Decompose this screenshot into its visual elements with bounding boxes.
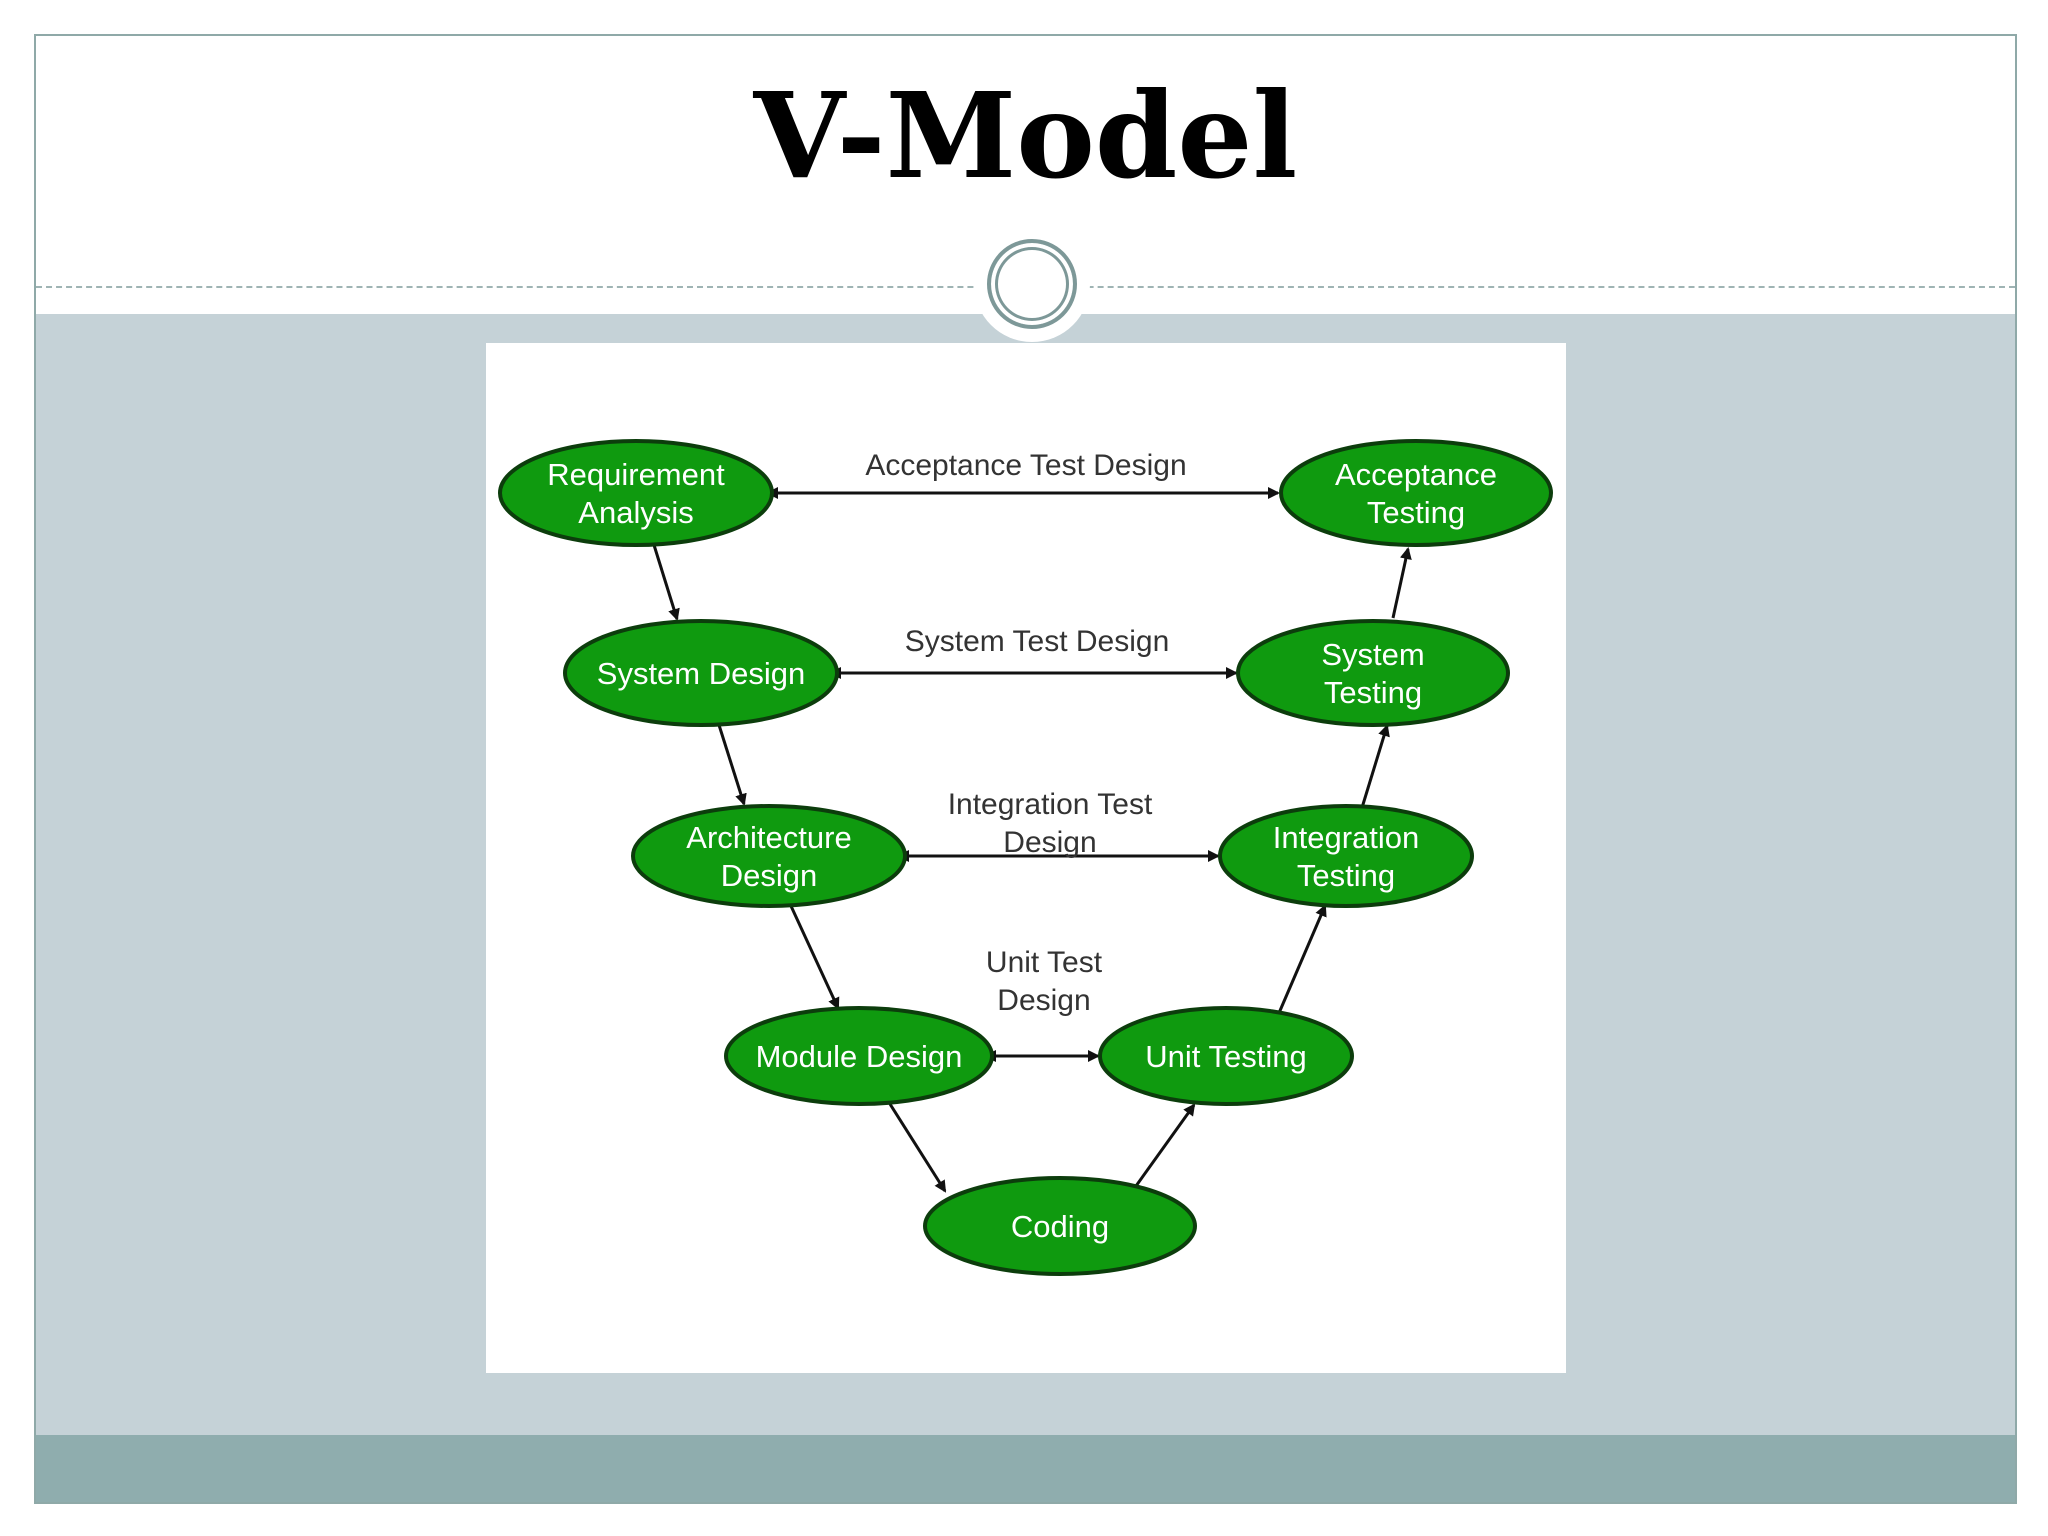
node-label: Testing (1324, 675, 1422, 710)
node-label: System Design (597, 656, 805, 691)
node-ellipse (563, 619, 839, 727)
flow-arrow-integ-to-syst (1359, 724, 1390, 812)
node-label: Unit Testing (1145, 1039, 1306, 1074)
flow-arrow-arch-to-mod (789, 905, 840, 1010)
test-design-label: Unit Test (986, 946, 1103, 979)
test-design-label: Acceptance Test Design (865, 449, 1186, 482)
node-ellipse (1098, 1006, 1354, 1106)
flow-arrow-mod-to-code (888, 1103, 947, 1193)
test-design-label: Design (1003, 826, 1096, 859)
node-ellipse (498, 439, 774, 547)
slide-title: V-Model (753, 66, 1298, 205)
node-ellipse (631, 804, 907, 908)
ornament-ring (987, 239, 1077, 329)
flow-arrow-req-to-sysd (652, 544, 680, 621)
test-design-label: Integration Test (948, 788, 1153, 821)
double-ring-icon (974, 226, 1090, 342)
footer-band (36, 1435, 2015, 1502)
node-label: Integration (1273, 820, 1420, 855)
node-label: Module Design (756, 1039, 963, 1074)
node-label: Design (721, 858, 818, 893)
node-label: Testing (1297, 858, 1395, 893)
test-design-label: Design (997, 984, 1090, 1017)
test-design-label: System Test Design (905, 625, 1170, 658)
node-ellipse (1279, 439, 1553, 547)
node-label: System (1321, 637, 1424, 672)
flow-arrow-unit-to-integ (1277, 904, 1327, 1014)
flow-arrow-sysd-to-arch (717, 724, 747, 806)
node-ellipse (724, 1006, 994, 1106)
node-mod: Module Design (724, 1006, 994, 1106)
node-label: Architecture (686, 820, 851, 855)
node-unit: Unit Testing (1098, 1006, 1354, 1106)
node-label: Requirement (547, 457, 725, 492)
node-label: Coding (1011, 1209, 1109, 1244)
node-ellipse (1218, 804, 1474, 908)
flow-arrow-code-to-unit (1134, 1103, 1196, 1187)
node-ellipse (1236, 619, 1510, 727)
node-label: Analysis (578, 495, 693, 530)
node-sysd: System Design (563, 619, 839, 727)
node-label: Testing (1367, 495, 1465, 530)
node-code: Coding (923, 1176, 1197, 1276)
flow-arrow-syst-to-acc (1391, 547, 1412, 619)
node-ellipse (923, 1176, 1197, 1276)
node-label: Acceptance (1335, 457, 1497, 492)
